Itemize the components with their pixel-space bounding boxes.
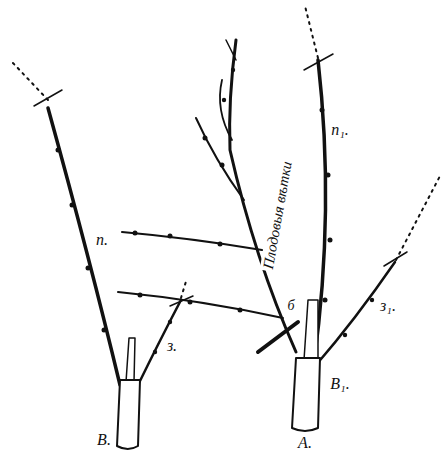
part-letter: А. (296, 434, 314, 452)
part-letter: з₁. (378, 297, 398, 315)
part-letter: б (285, 298, 296, 313)
part-letter: В₁. (328, 375, 351, 393)
part-letter: п. (94, 231, 110, 249)
part-letter: з. (165, 337, 179, 355)
part-letter: В. (95, 431, 113, 449)
part-letter: п₁. (329, 121, 351, 139)
branch-label: Плодовыя вѣтки (260, 158, 296, 272)
